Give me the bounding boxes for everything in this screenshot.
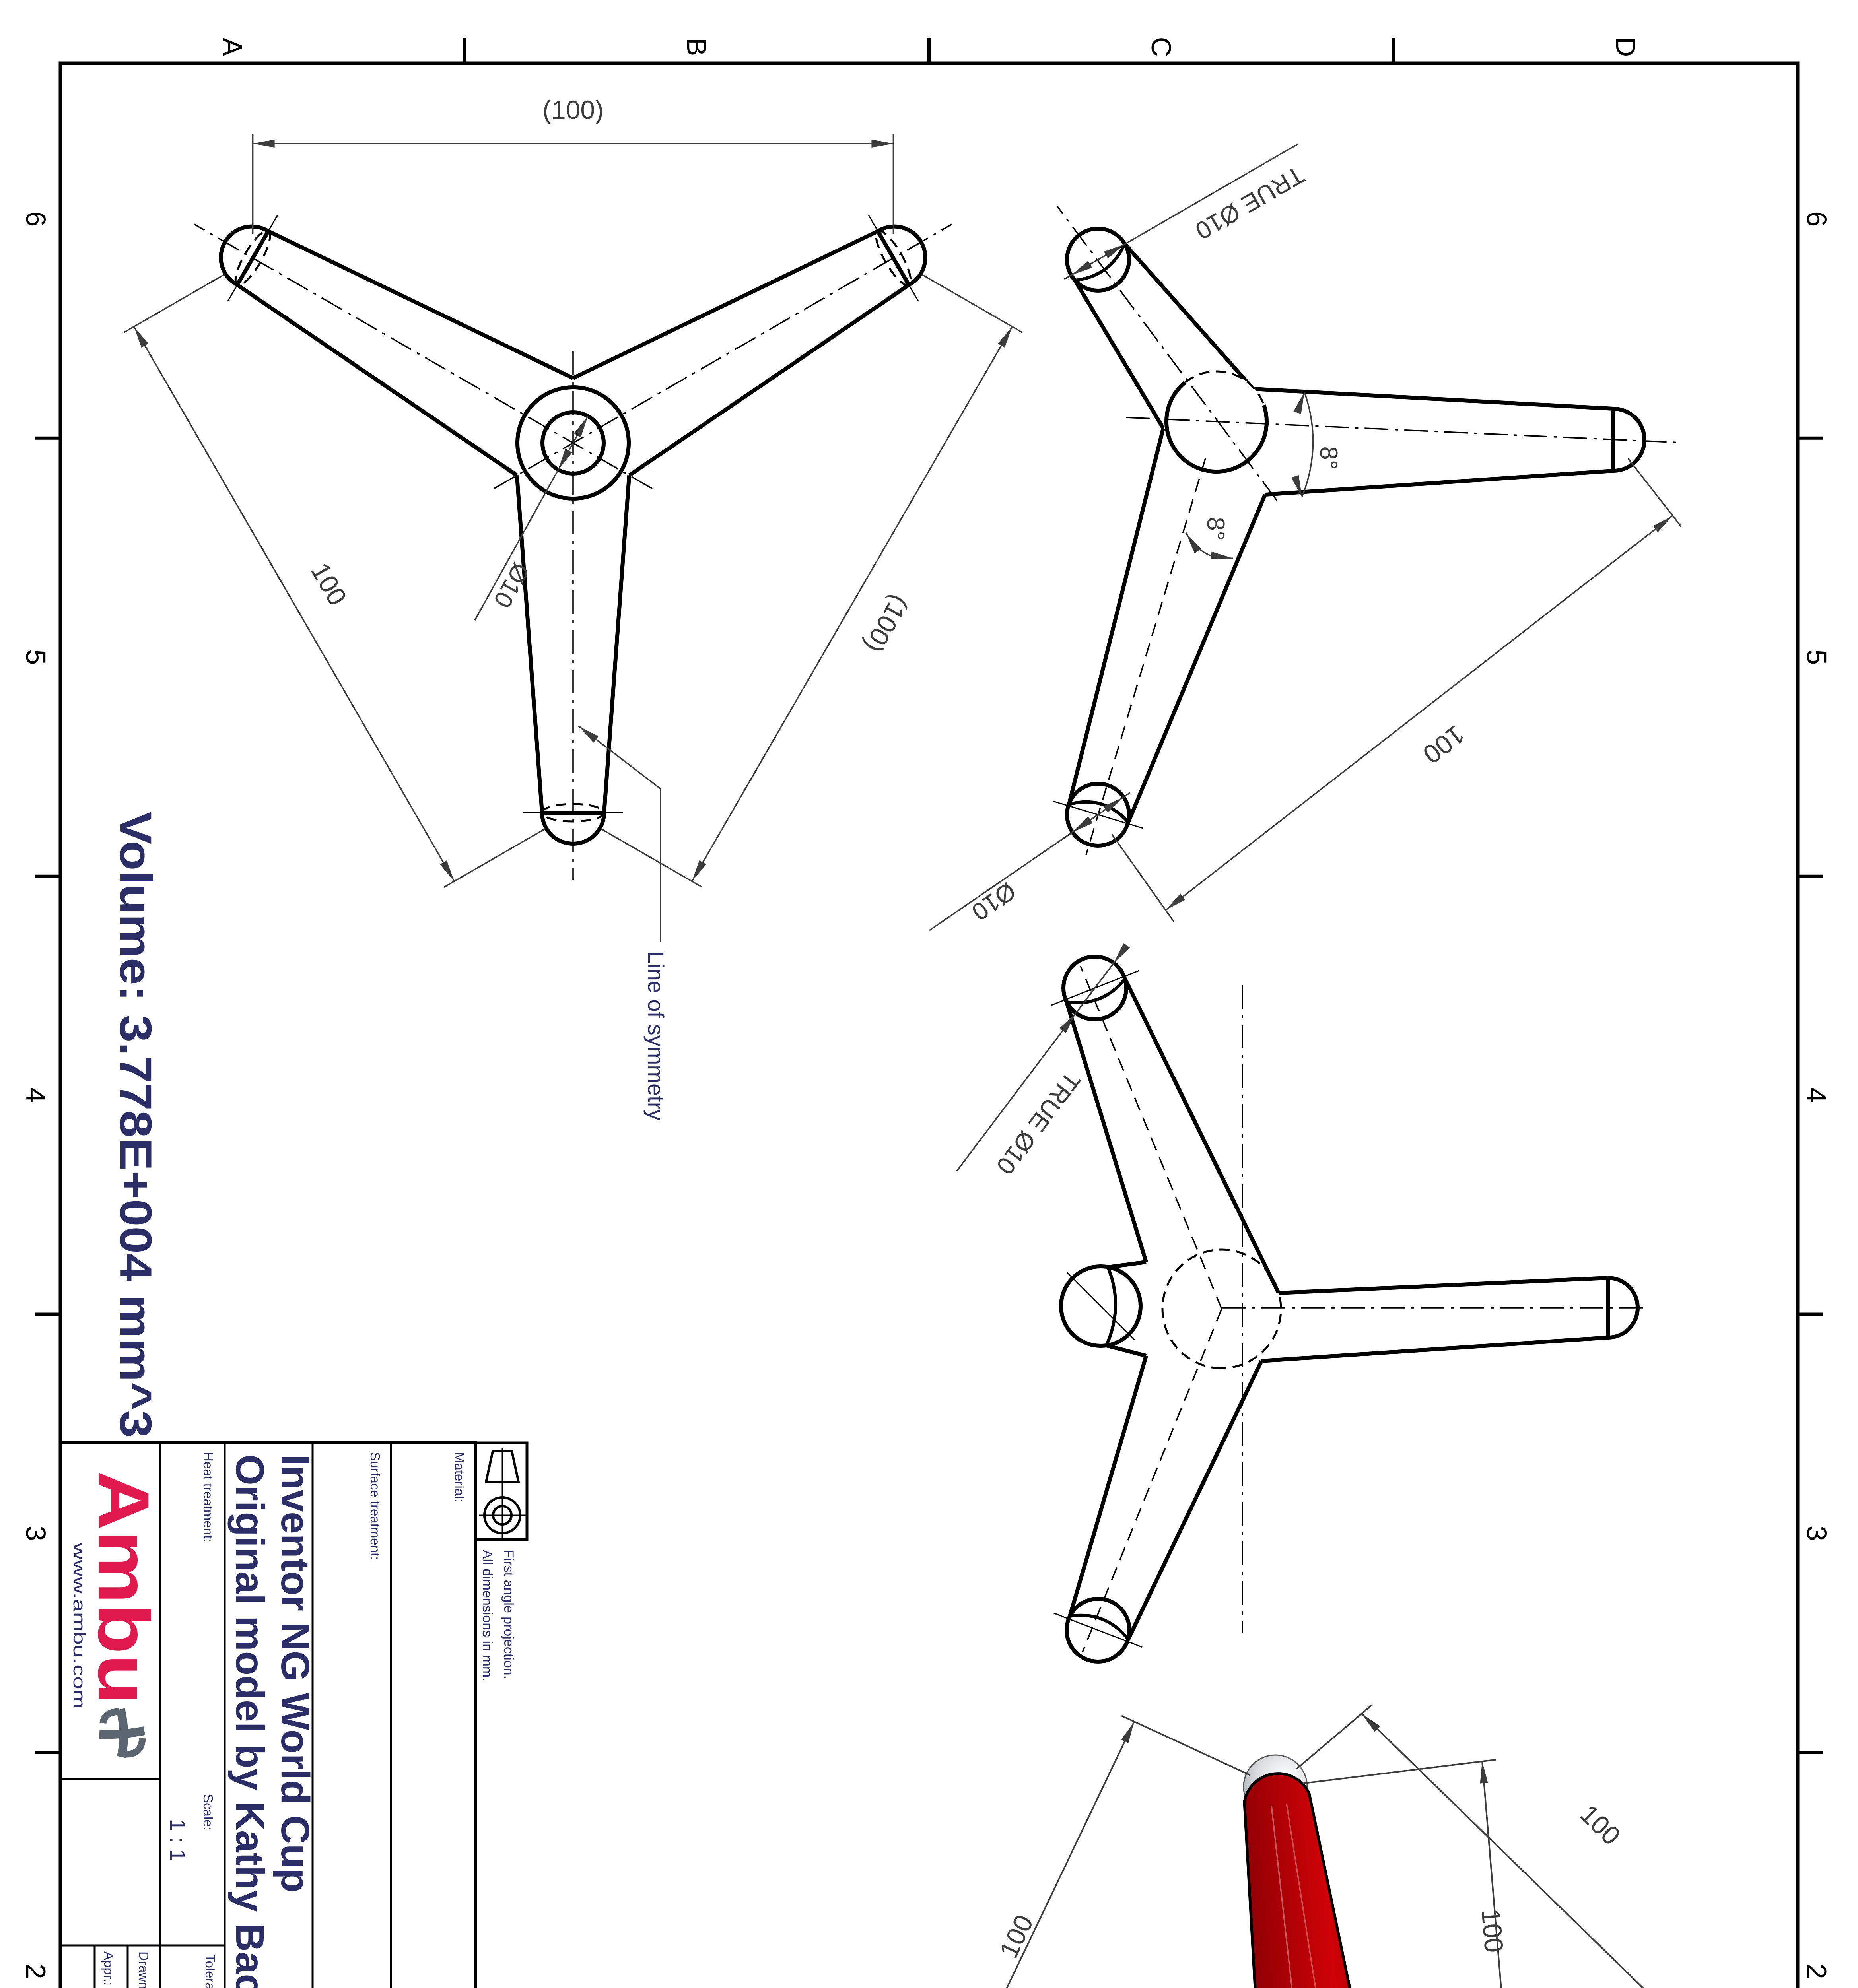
svg-text:8°: 8° bbox=[1315, 446, 1342, 470]
svg-text:First angle projection.: First angle projection. bbox=[501, 1550, 516, 1679]
svg-text:Ambu: Ambu bbox=[83, 1471, 164, 1705]
svg-text:(100): (100) bbox=[542, 95, 604, 124]
svg-text:4: 4 bbox=[20, 1087, 51, 1103]
svg-text:5: 5 bbox=[20, 649, 51, 665]
svg-text:Tolerances acc. to standard:: Tolerances acc. to standard: bbox=[203, 1954, 218, 1988]
svg-text:Inventor NG World Cup: Inventor NG World Cup bbox=[273, 1454, 317, 1893]
svg-text:8°: 8° bbox=[1202, 517, 1229, 540]
svg-text:Scale:: Scale: bbox=[201, 1794, 216, 1831]
svg-text:2: 2 bbox=[20, 1964, 51, 1979]
svg-text:Surface treatment:: Surface treatment: bbox=[368, 1452, 383, 1560]
svg-text:Volume: 3.778E+004 mm^3: Volume: 3.778E+004 mm^3 bbox=[111, 812, 161, 1438]
svg-text:All dimensions in mm.: All dimensions in mm. bbox=[480, 1550, 495, 1681]
svg-text:Line of symmetry: Line of symmetry bbox=[643, 951, 669, 1120]
svg-text:3: 3 bbox=[20, 1526, 51, 1541]
svg-text:1 : 1: 1 : 1 bbox=[165, 1819, 190, 1861]
svg-text:6: 6 bbox=[20, 211, 51, 227]
svg-text:A: A bbox=[217, 38, 248, 56]
svg-text:B: B bbox=[681, 38, 712, 56]
svg-text:www.ambu.com: www.ambu.com bbox=[70, 1542, 89, 1709]
svg-text:Drawn:: Drawn: bbox=[136, 1951, 151, 1988]
svg-text:2: 2 bbox=[1801, 1964, 1832, 1979]
svg-text:6: 6 bbox=[1801, 211, 1832, 227]
svg-text:D: D bbox=[1610, 37, 1641, 57]
svg-text:Material:: Material: bbox=[452, 1452, 467, 1503]
svg-text:4: 4 bbox=[1801, 1087, 1832, 1103]
svg-text:3: 3 bbox=[1801, 1526, 1832, 1541]
svg-text:Heat treatment:: Heat treatment: bbox=[201, 1452, 216, 1542]
svg-text:5: 5 bbox=[1801, 649, 1832, 665]
svg-text:100: 100 bbox=[1476, 1908, 1509, 1954]
svg-text:C: C bbox=[1146, 37, 1177, 57]
svg-text:Appr.:: Appr.: bbox=[101, 1951, 116, 1986]
svg-text:Original model by Kathy Baculi: Original model by Kathy Baculi bbox=[227, 1454, 272, 1988]
